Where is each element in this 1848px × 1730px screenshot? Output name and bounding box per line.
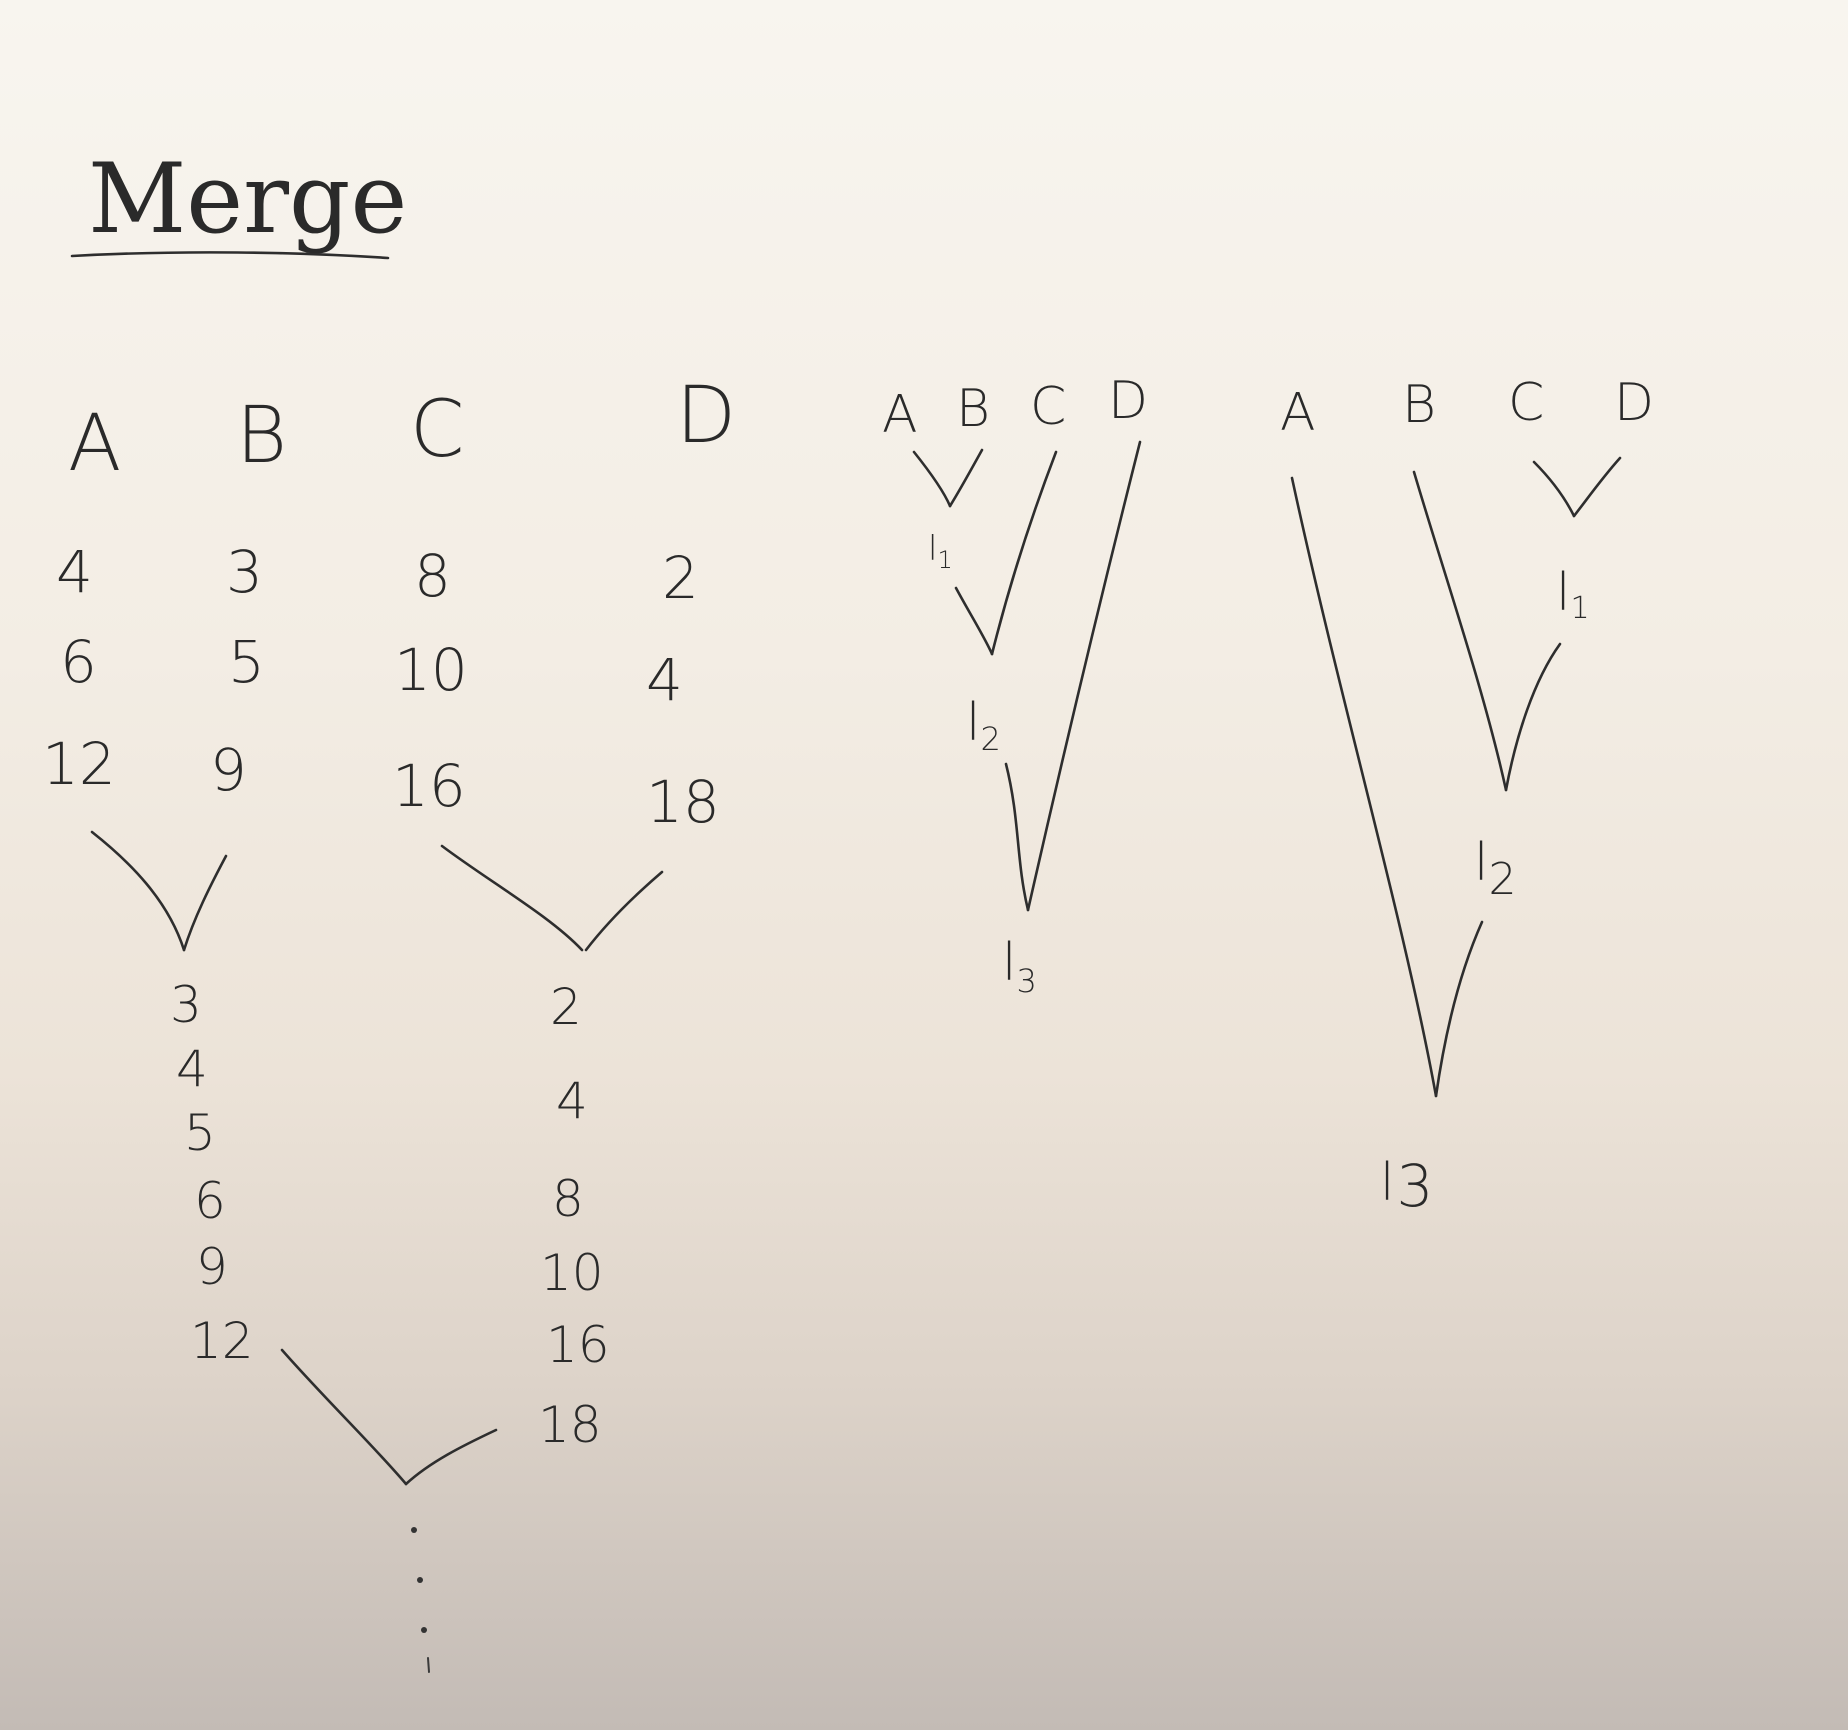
tree3-edge — [1290, 476, 1438, 1098]
tree2-label-l3: l3 — [1002, 933, 1037, 1000]
tree3-header-d: D — [1614, 373, 1654, 433]
tree2-edge — [912, 450, 952, 508]
tree2-label-l1: l1 — [928, 529, 953, 574]
column-a-value: 4 — [56, 538, 93, 606]
merge-line-ab — [182, 854, 228, 952]
tree2-edge — [990, 450, 1058, 656]
tree2-header-a: A — [882, 385, 918, 445]
tree3-header-b: B — [1402, 375, 1436, 435]
tree3-edge — [1504, 642, 1562, 792]
column-d-value: 2 — [662, 544, 699, 612]
tree3-edge — [1572, 456, 1622, 518]
tree3-header-c: C — [1508, 373, 1544, 433]
column-d-value: 4 — [646, 646, 683, 714]
title-underline — [70, 251, 390, 260]
merged-cd-value: 18 — [538, 1396, 602, 1454]
merged-ab-value: 9 — [196, 1238, 228, 1296]
column-c-value: 10 — [394, 636, 468, 704]
tree2-header-c: C — [1030, 377, 1066, 437]
tree2-header-b: B — [956, 379, 990, 439]
column-b-value: 9 — [210, 736, 247, 804]
tree2-label-l2: l2 — [966, 693, 1001, 758]
tree2-edge — [954, 586, 994, 656]
merged-ab-value: 3 — [170, 976, 202, 1034]
merged-ab-value: 12 — [190, 1312, 254, 1370]
column-header-d: D — [676, 371, 736, 461]
merged-cd-value: 8 — [552, 1170, 584, 1228]
tree2-edge — [1026, 440, 1142, 912]
continuation-dots — [411, 1527, 430, 1673]
merge-line-ab — [90, 830, 186, 952]
merged-ab-value: 6 — [194, 1172, 226, 1230]
merged-cd-value: 10 — [540, 1244, 604, 1302]
column-d-value: 18 — [646, 768, 720, 836]
column-b-value: 5 — [228, 628, 265, 696]
column-a-value: 6 — [60, 628, 97, 696]
column-header-a: A — [68, 399, 121, 489]
merge-line-cd — [584, 870, 664, 952]
final-merge-line — [280, 1348, 408, 1486]
merged-ab-value: 5 — [184, 1104, 216, 1162]
panel-right-deep-tree: A B C D l1 l2 l3 — [1280, 373, 1654, 1220]
panel-pairwise-merge: A B C D 4 6 12 3 5 9 8 10 16 2 4 18 3 4 … — [42, 371, 736, 1673]
column-header-b: B — [236, 391, 287, 481]
tree3-label-l1: l1 — [1556, 563, 1590, 626]
tree3-label-l3: l3 — [1380, 1152, 1433, 1220]
tree3-header-a: A — [1280, 383, 1316, 443]
merged-ab-value: 4 — [176, 1040, 208, 1098]
merged-cd-value: 16 — [546, 1316, 610, 1374]
tree2-edge — [948, 448, 984, 508]
tree3-edge — [1434, 920, 1484, 1098]
tree3-label-l2: l2 — [1474, 833, 1516, 905]
column-c-value: 8 — [414, 542, 451, 610]
column-b-value: 3 — [226, 538, 263, 606]
column-header-c: C — [410, 385, 464, 475]
title: Merge — [88, 143, 407, 255]
tree3-edge — [1532, 460, 1576, 518]
tree2-header-d: D — [1108, 371, 1148, 431]
merged-cd-value: 4 — [556, 1072, 588, 1130]
merged-cd-value: 2 — [550, 978, 582, 1036]
panel-left-deep-tree: A B C D l1 l2 l3 — [882, 371, 1148, 1000]
tree2-edge — [1004, 762, 1030, 912]
merge-line-cd — [440, 844, 584, 952]
column-a-value: 12 — [42, 730, 116, 798]
column-c-value: 16 — [392, 752, 466, 820]
final-merge-line — [404, 1428, 498, 1486]
tree3-edge — [1412, 470, 1508, 792]
